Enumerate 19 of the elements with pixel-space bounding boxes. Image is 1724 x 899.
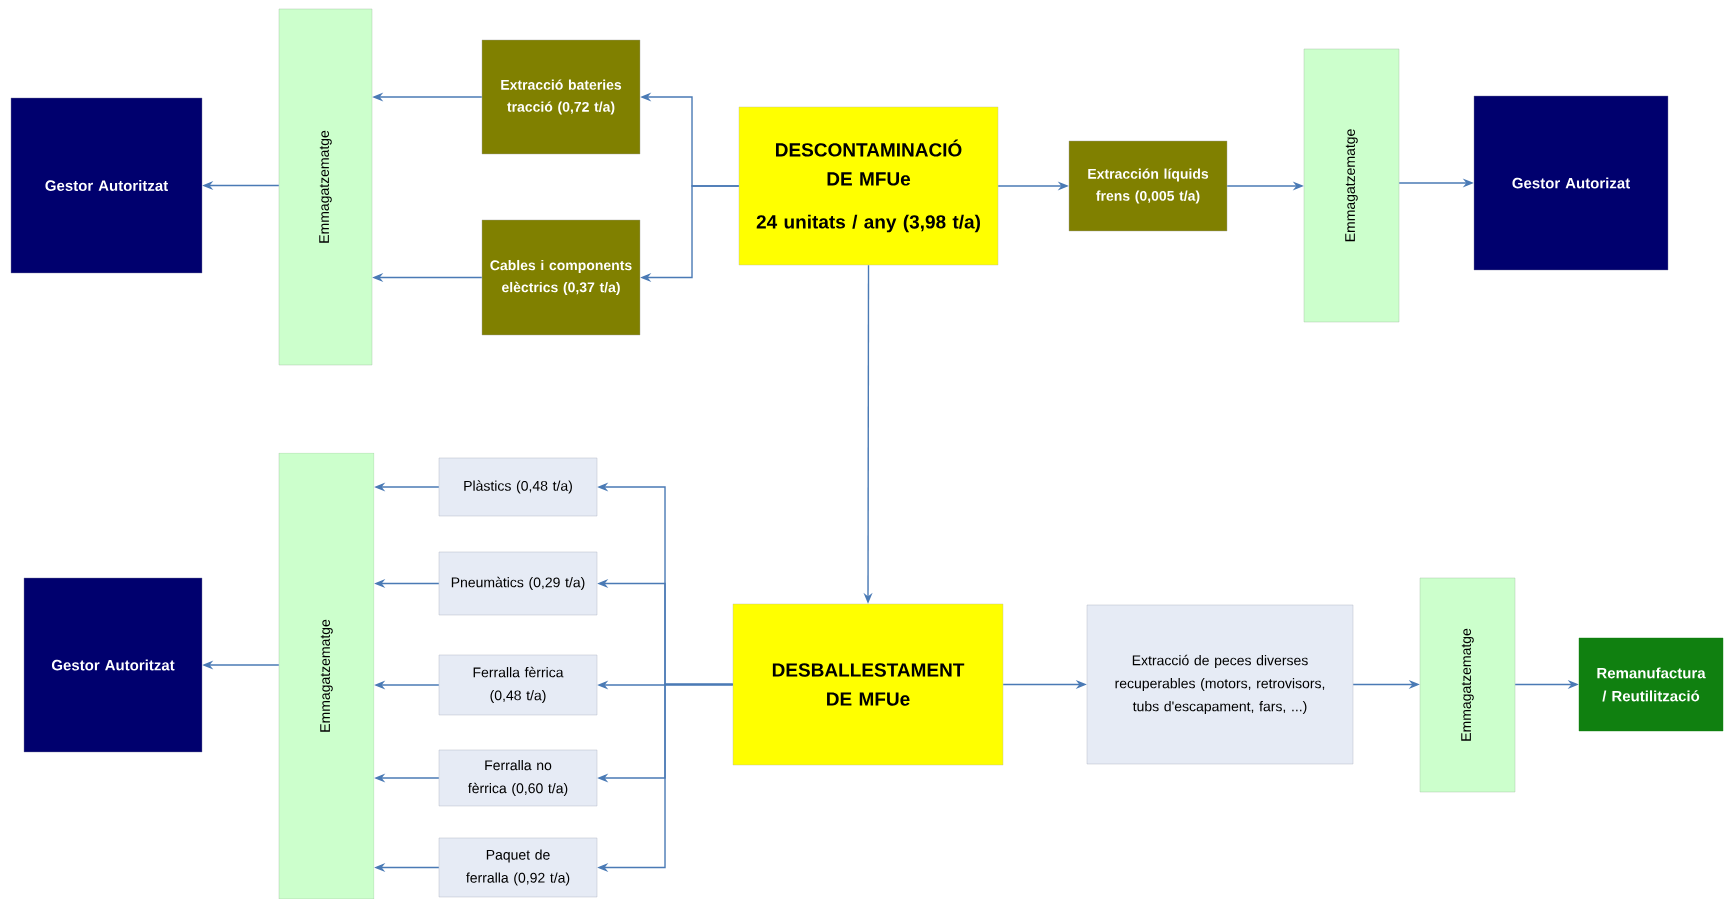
storage-box: Emmagatzematge [1419, 577, 1516, 793]
output-box: Remanufactura / Reutilització [1578, 637, 1724, 732]
storage-box: Emmagatzematge [278, 452, 375, 899]
manager-box: Gestor Autoritzat [10, 97, 203, 274]
material-box: Ferralla fèrrica (0,48 t/a) [438, 654, 598, 716]
storage-box: Emmagatzematge [278, 8, 373, 366]
manager-box: Gestor Autorizat [1473, 95, 1669, 271]
material-box: Plàstics (0,48 t/a) [438, 457, 598, 517]
process-box: DESCONTAMINACIÓ DE MFUe 24 unitats / any (3,98 t/a) [738, 106, 999, 266]
process-box: Extracción líquids frens (0,005 t/a) [1068, 140, 1228, 232]
process-box: DESBALLESTAMENT DE MFUe [732, 603, 1004, 766]
process-box: Extracció de peces diverses recuperables (motors, retrovisors, tubs d'escapament, fars, ...) [1086, 604, 1354, 765]
storage-box: Emmagatzematge [1303, 48, 1400, 323]
material-box: Paquet de ferralla (0,92 t/a) [438, 837, 598, 898]
process-box: Cables i components elèctrics (0,37 t/a) [481, 219, 641, 336]
material-box: Pneumàtics (0,29 t/a) [438, 551, 598, 616]
material-box: Ferralla no fèrrica (0,60 t/a) [438, 749, 598, 807]
process-box: Extracció bateries tracció (0,72 t/a) [481, 39, 641, 155]
manager-box: Gestor Autoritzat [23, 577, 203, 753]
